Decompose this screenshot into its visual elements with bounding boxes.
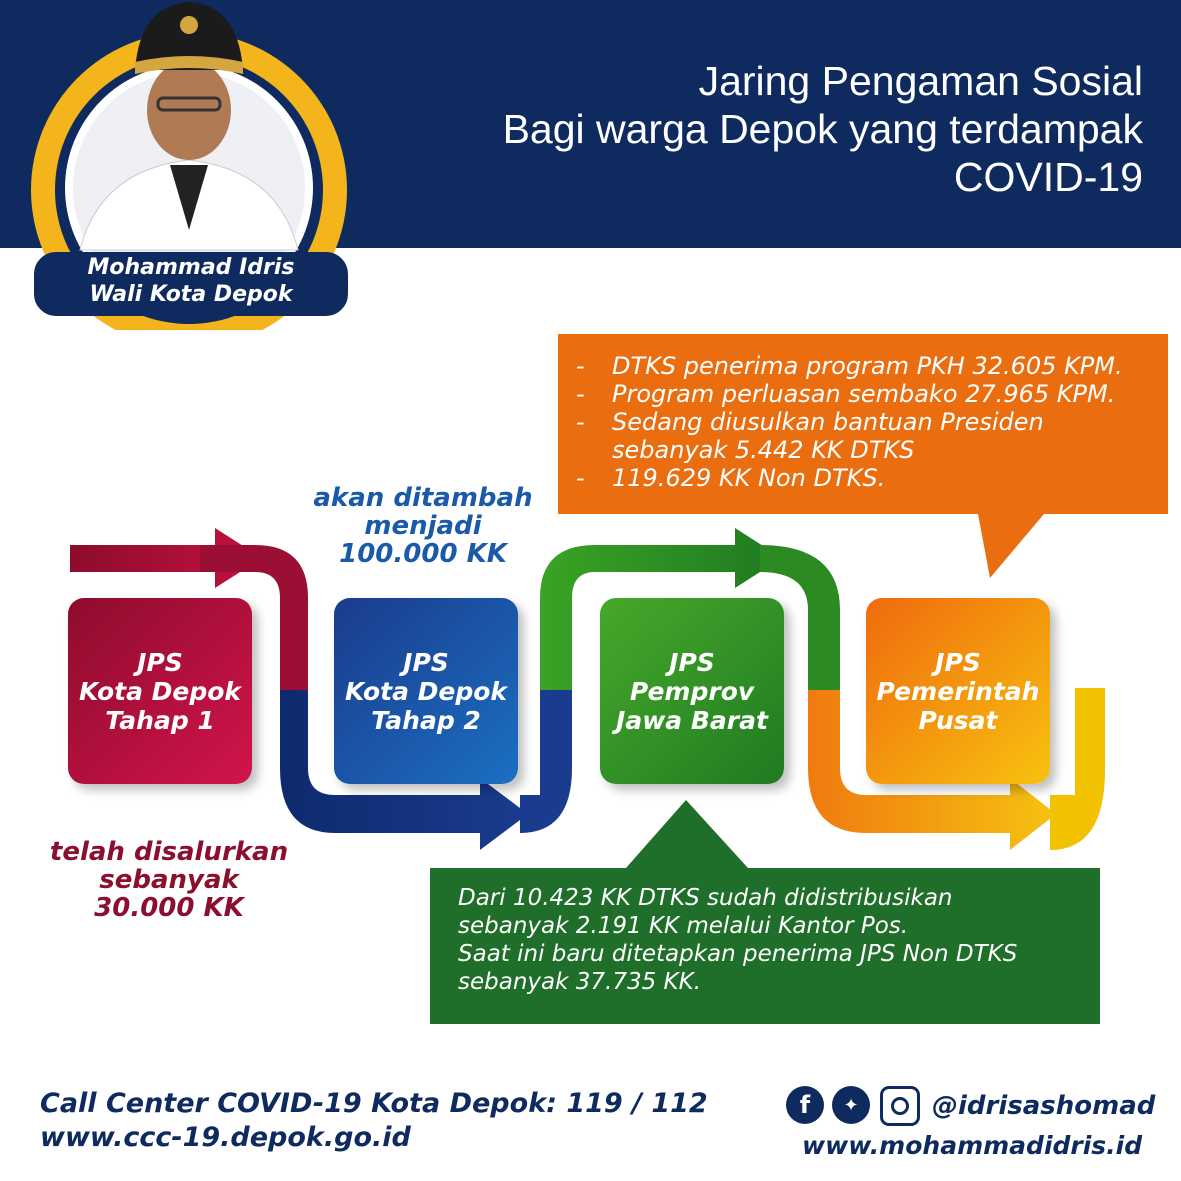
- arrow-red-curve: [200, 545, 308, 690]
- note-added-line-3: 100.000 KK: [339, 539, 507, 569]
- arrow-blue: [280, 690, 528, 850]
- orange-bullet-3-cont: sebanyak 5.442 KK DTKS: [612, 436, 915, 464]
- green-line-3: Saat ini baru ditetapkan penerima JPS No…: [458, 941, 1018, 967]
- facebook-icon[interactable]: f: [786, 1086, 824, 1124]
- note-added-line-2: menjadi: [364, 511, 482, 541]
- call-center: Call Center COVID-19 Kota Depok: 119 / 1…: [40, 1088, 708, 1119]
- orange-bullet-2: -Program perluasan sembako 27.965 KPM.: [576, 380, 1116, 408]
- note-added: akan ditambah menjadi 100.000 KK: [300, 484, 546, 568]
- website-link[interactable]: www.ccc-19.depok.go.id: [40, 1122, 411, 1153]
- arrow-green: [540, 528, 782, 690]
- stage-4-line-1: JPS: [935, 647, 981, 677]
- stage-3-line-3: Jawa Barat: [616, 705, 768, 735]
- twitter-icon[interactable]: ✦: [832, 1086, 870, 1124]
- stage-2-line-3: Tahap 2: [371, 705, 481, 735]
- instagram-icon[interactable]: [880, 1086, 920, 1126]
- orange-bullet-4: -119.629 KK Non DTKS.: [576, 464, 886, 492]
- stage-2-line-2: Kota Depok: [344, 676, 508, 706]
- stage-1-line-2: Kota Depok: [78, 676, 242, 706]
- flow-arrows: [70, 528, 1105, 850]
- stage-3-line-1: JPS: [669, 647, 715, 677]
- note-distributed-line-3: 30.000 KK: [94, 893, 244, 923]
- arrow-green-curve: [760, 545, 840, 690]
- stage-4-line-2: Pemerintah: [876, 676, 1040, 706]
- green-line-4: sebanyak 37.735 KK.: [458, 969, 702, 995]
- note-distributed-line-1: telah disalurkan: [49, 837, 289, 867]
- title-line-3: COVID-19: [953, 154, 1143, 200]
- orange-bullet-3: -Sedang diusulkan bantuan Presiden: [576, 408, 1044, 436]
- title-line-2: Bagi warga Depok yang terdampak: [502, 106, 1143, 152]
- arrow-yellow-tail: [1050, 688, 1105, 850]
- stage-1-line-1: JPS: [137, 647, 183, 677]
- green-bubble: Dari 10.423 KK DTKS sudah didistribusika…: [458, 884, 1017, 996]
- stage-3-line-2: Pemprov: [629, 676, 755, 706]
- stage-2-line-1: JPS: [403, 647, 449, 677]
- arrow-red-head: [70, 528, 262, 588]
- cap-band: [135, 56, 243, 74]
- green-line-2: sebanyak 2.191 KK melalui Kantor Pos.: [458, 913, 909, 939]
- stage-1-line-3: Tahap 1: [105, 705, 215, 735]
- stage-card-4: JPS Pemerintah Pusat: [866, 598, 1050, 784]
- name-plate: Mohammad Idris Wali Kota Depok: [34, 252, 348, 316]
- orange-bubble-shape: [558, 334, 1168, 578]
- stage-card-3: JPS Pemprov Jawa Barat: [600, 598, 784, 784]
- garuda-emblem-icon: [180, 16, 198, 34]
- title-line-1: Jaring Pengaman Sosial: [698, 58, 1143, 104]
- stage-4-line-3: Pusat: [918, 705, 998, 735]
- orange-bullet-1: -DTKS penerima program PKH 32.605 KPM.: [576, 352, 1123, 380]
- official-role: Wali Kota Depok: [89, 282, 293, 307]
- note-distributed-line-2: sebanyak: [99, 865, 239, 895]
- official-name: Mohammad Idris: [87, 255, 295, 280]
- official-cap: [135, 2, 243, 70]
- note-distributed: telah disalurkan sebanyak 30.000 KK: [38, 838, 300, 922]
- arrow-orange: [808, 690, 1056, 850]
- glasses: [156, 96, 222, 112]
- arrow-blue-rise: [520, 690, 572, 833]
- stage-card-2: JPS Kota Depok Tahap 2: [334, 598, 518, 784]
- personal-website[interactable]: www.mohammadidris.id: [802, 1131, 1143, 1160]
- social-handle[interactable]: @idrisashomad: [932, 1091, 1156, 1121]
- green-line-1: Dari 10.423 KK DTKS sudah didistribusika…: [458, 885, 953, 911]
- stage-card-1: JPS Kota Depok Tahap 1: [68, 598, 252, 784]
- orange-bubble: -DTKS penerima program PKH 32.605 KPM. -…: [576, 352, 1123, 492]
- green-bubble-shape: [430, 800, 1100, 1024]
- note-added-line-1: akan ditambah: [313, 483, 533, 513]
- necktie: [170, 165, 208, 230]
